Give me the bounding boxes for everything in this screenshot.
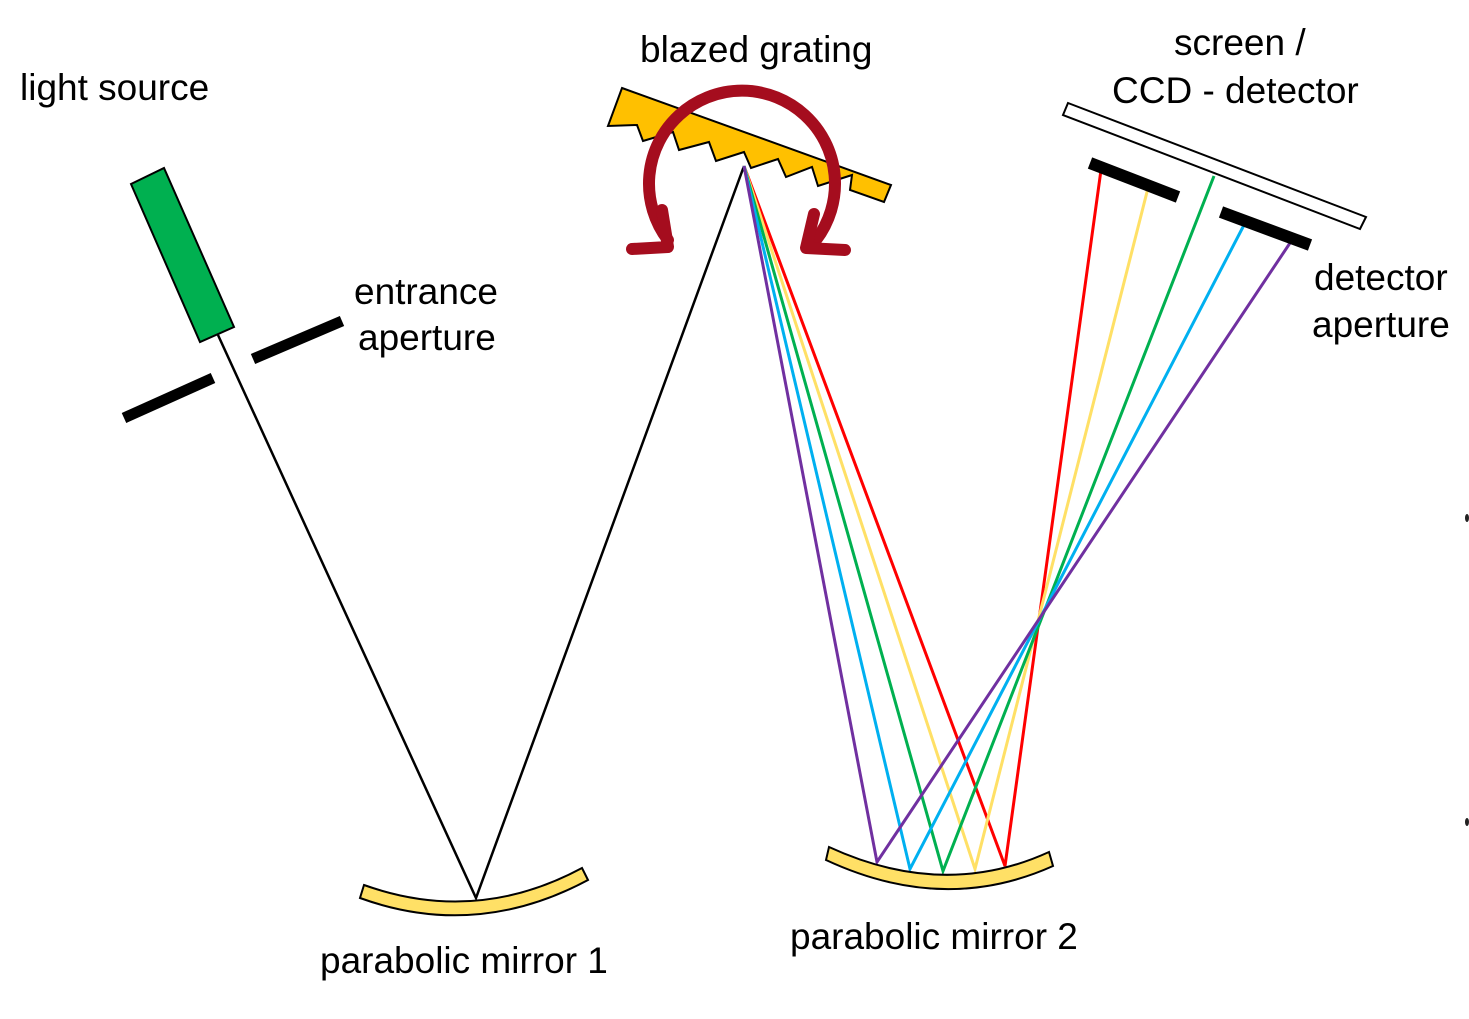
label-entrance-aperture-2: aperture bbox=[358, 317, 496, 358]
parabolic-mirror-2 bbox=[824, 845, 1055, 890]
rotation-arrowhead-right bbox=[800, 208, 851, 256]
rotation-arrow-icon bbox=[643, 84, 841, 246]
label-detector-aperture-2: aperture bbox=[1312, 304, 1450, 345]
label-parabolic-mirror-1: parabolic mirror 1 bbox=[320, 940, 608, 981]
edge-mark-bottom bbox=[1465, 818, 1469, 826]
label-screen: screen / bbox=[1174, 22, 1306, 63]
parabolic-mirror-1 bbox=[358, 866, 590, 917]
label-blazed-grating: blazed grating bbox=[640, 29, 872, 70]
label-parabolic-mirror-2: parabolic mirror 2 bbox=[790, 916, 1078, 957]
incident-beam bbox=[216, 165, 746, 902]
label-ccd-detector: CCD - detector bbox=[1112, 70, 1359, 111]
beam-yellow bbox=[742, 165, 1150, 875]
detector-aperture-bar-left bbox=[1087, 157, 1181, 203]
dispersed-beams bbox=[742, 165, 1292, 876]
label-detector-aperture-1: detector bbox=[1314, 257, 1448, 298]
detector-aperture-bar-right bbox=[1218, 206, 1313, 251]
light-source-lamp bbox=[129, 166, 236, 344]
beam-green bbox=[742, 165, 1216, 876]
label-light-source: light source bbox=[20, 67, 209, 108]
beam-blue bbox=[742, 165, 1246, 874]
label-entrance-aperture-1: entrance bbox=[354, 271, 498, 312]
beam-red bbox=[742, 165, 1103, 867]
rotation-arrowhead-left bbox=[626, 204, 674, 255]
ccd-screen bbox=[1061, 101, 1368, 231]
edge-mark-top bbox=[1465, 514, 1469, 522]
entrance-aperture-bar-left bbox=[121, 372, 216, 424]
entrance-aperture-bar-right bbox=[250, 315, 345, 365]
beam-violet bbox=[742, 165, 1292, 866]
